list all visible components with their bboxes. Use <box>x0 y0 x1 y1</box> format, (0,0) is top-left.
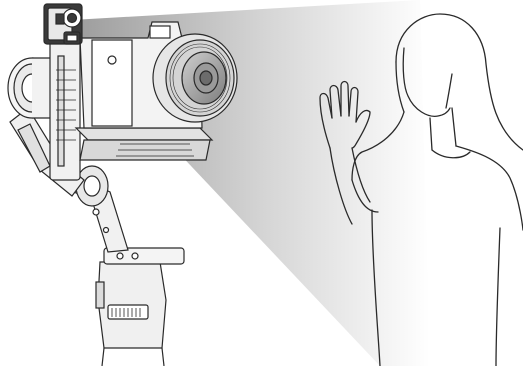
person-icon <box>351 13 523 366</box>
tracking-sensor-icon <box>43 3 83 45</box>
gimbal-icon <box>7 39 214 366</box>
raised-hand-icon <box>319 80 371 225</box>
camera-icon <box>79 21 238 129</box>
